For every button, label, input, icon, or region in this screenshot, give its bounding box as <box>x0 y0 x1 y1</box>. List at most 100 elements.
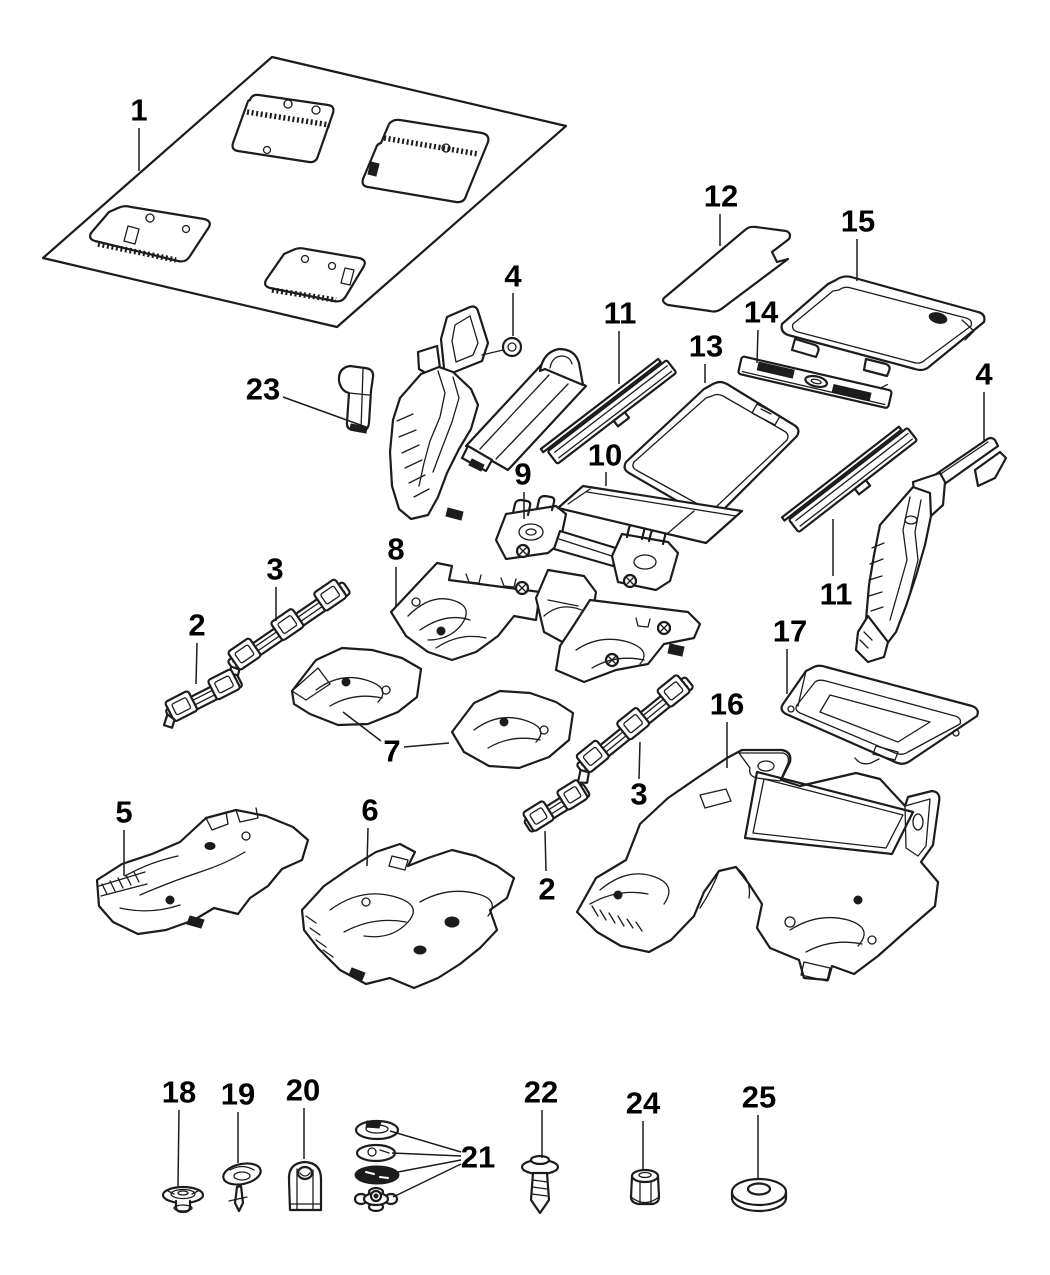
leader-line-21 <box>391 1152 462 1157</box>
callout-20: 20 <box>286 1073 320 1159</box>
line-art-stroke <box>177 1190 189 1196</box>
line-art-stroke <box>610 532 680 592</box>
part-number-13: 13 <box>689 329 723 364</box>
part-10-illustration <box>556 484 744 545</box>
callout-4-right: 4 <box>975 357 993 441</box>
line-art-stroke <box>582 746 603 766</box>
line-art-stroke <box>623 714 643 734</box>
part-19-outline <box>222 1162 262 1186</box>
line-art-stroke <box>756 361 795 379</box>
part-6-outline <box>300 842 516 990</box>
callout-6: 6 <box>361 793 379 867</box>
part-25-illustration <box>730 1177 788 1213</box>
line-art-stroke <box>367 161 380 177</box>
line-art-stroke <box>341 677 351 687</box>
line-art-stroke <box>315 676 384 707</box>
line-art-stroke <box>327 261 337 271</box>
callout-25: 25 <box>742 1080 776 1178</box>
part-1-illustration <box>41 55 568 329</box>
line-art-stroke <box>928 312 948 324</box>
line-art-stroke <box>868 542 885 612</box>
line-art-stroke <box>379 1149 390 1154</box>
line-art-stroke <box>173 1204 193 1212</box>
callout-8: 8 <box>387 532 405 606</box>
line-art-stroke <box>181 224 191 234</box>
line-art-stroke <box>89 205 211 263</box>
line-art-stroke <box>367 1147 377 1157</box>
line-art-stroke <box>299 1172 311 1177</box>
part-number-16: 16 <box>710 687 744 722</box>
line-art-stroke <box>854 614 890 664</box>
part-3-center-illustration <box>575 674 694 784</box>
line-art-stroke <box>747 1188 771 1196</box>
callout-18: 18 <box>162 1075 196 1187</box>
part-number-11-right: 11 <box>820 577 853 612</box>
line-art-stroke <box>741 370 888 406</box>
line-art-stroke <box>539 357 662 454</box>
line-art-stroke <box>757 760 775 772</box>
line-art-stroke <box>205 807 259 831</box>
line-art-stroke <box>396 413 430 498</box>
callout-10: 10 <box>588 438 622 486</box>
leader-line-21 <box>392 1163 462 1198</box>
line-art-stroke <box>525 528 537 536</box>
line-art-stroke <box>556 779 589 811</box>
line-art-stroke <box>667 643 685 657</box>
line-art-stroke <box>445 507 464 521</box>
line-art-stroke <box>123 225 140 245</box>
line-art-stroke <box>174 1199 192 1214</box>
line-art-stroke <box>311 105 321 115</box>
line-art-stroke <box>780 425 903 522</box>
part-number-14: 14 <box>744 295 779 330</box>
line-art-stroke <box>291 667 331 701</box>
part-number-19: 19 <box>221 1077 255 1112</box>
line-art-stroke <box>241 831 251 841</box>
callout-5: 5 <box>115 795 133 876</box>
line-art-stroke <box>300 254 310 264</box>
line-art-stroke <box>499 717 509 727</box>
line-art-stroke <box>167 1190 199 1195</box>
part-number-2-center: 2 <box>538 872 555 907</box>
line-art-stroke <box>388 855 409 871</box>
part-17-outline <box>780 664 979 765</box>
line-art-stroke <box>313 578 348 612</box>
callout-24: 24 <box>626 1086 661 1169</box>
line-art-stroke <box>543 599 587 617</box>
line-art-stroke <box>234 644 255 664</box>
line-art-stroke <box>320 585 341 605</box>
line-art-stroke <box>529 807 548 825</box>
part-2-left-illustration <box>162 668 243 729</box>
callout-11-right: 11 <box>820 519 853 612</box>
line-art-stroke <box>98 871 148 897</box>
callout-13: 13 <box>689 329 723 383</box>
line-art-stroke <box>348 967 366 981</box>
part-8-illustration <box>389 561 702 684</box>
line-art-stroke <box>659 623 669 633</box>
line-art-stroke <box>204 842 216 850</box>
part-22-illustration <box>520 1154 560 1215</box>
part-16-outline <box>575 748 941 982</box>
line-art-stroke <box>479 374 569 460</box>
callout-17: 17 <box>773 614 807 694</box>
part-24-outline <box>629 1174 661 1206</box>
part-number-20: 20 <box>286 1073 320 1108</box>
line-art-stroke <box>789 916 865 953</box>
part-2-center-illustration <box>522 779 591 833</box>
callout-19: 19 <box>221 1077 255 1163</box>
line-art-stroke <box>539 725 549 735</box>
line-art-stroke <box>145 213 155 223</box>
callout-9: 9 <box>514 457 532 519</box>
part-number-10: 10 <box>588 438 622 473</box>
part-number-25: 25 <box>742 1080 776 1115</box>
line-art-stroke <box>810 378 822 385</box>
leader-line-7 <box>403 742 450 748</box>
line-art-stroke <box>517 583 527 593</box>
part-16-illustration <box>575 748 941 982</box>
line-art-stroke <box>481 349 504 356</box>
line-art-stroke <box>538 347 585 387</box>
part-6-illustration <box>300 842 516 990</box>
line-art-stroke <box>270 608 305 641</box>
leader-line-14 <box>756 329 759 364</box>
line-art-stroke <box>329 890 493 938</box>
